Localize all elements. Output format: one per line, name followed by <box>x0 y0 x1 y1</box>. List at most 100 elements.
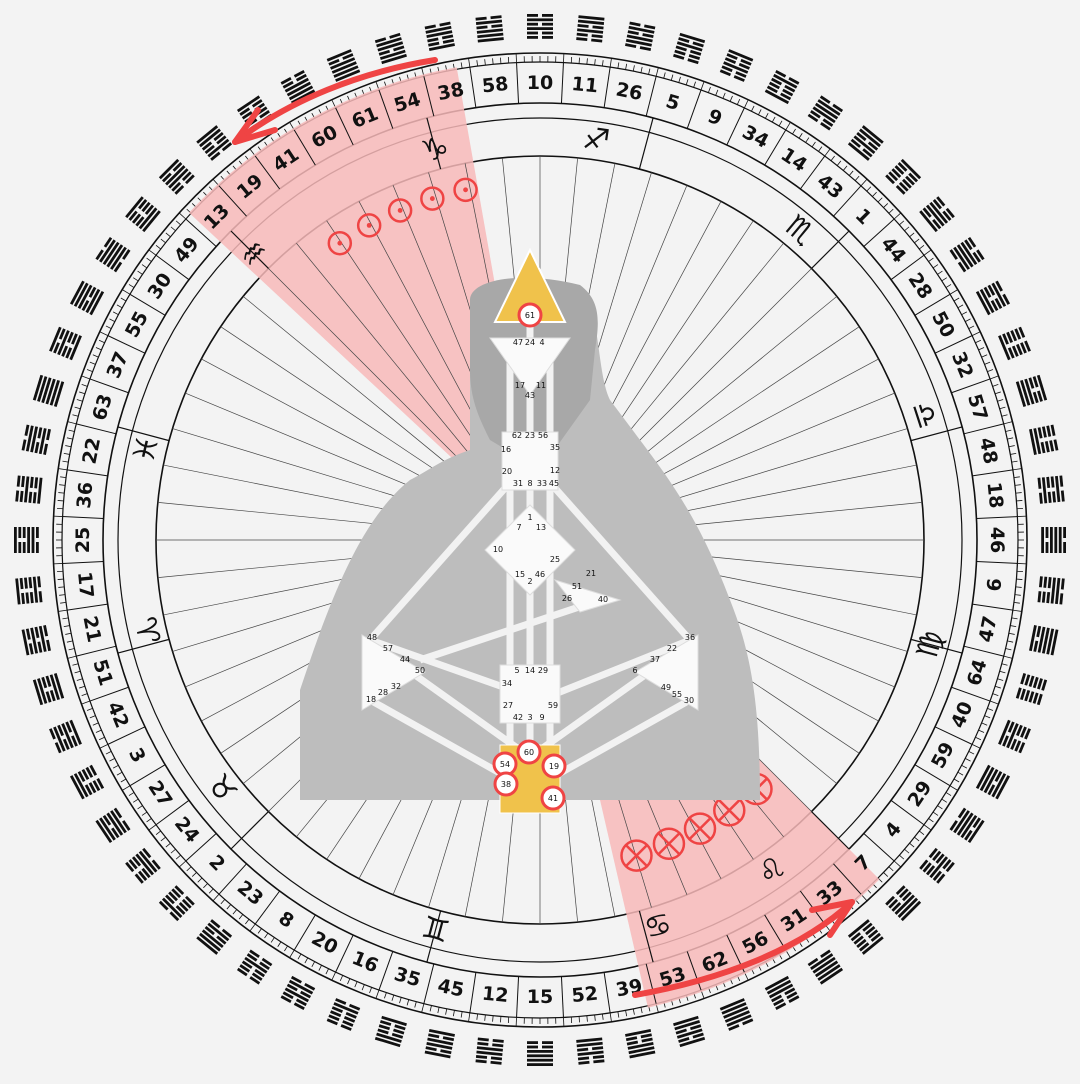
hexagram-icon <box>808 95 843 130</box>
gate-number-36: 36 <box>73 481 97 509</box>
hexagram-icon <box>976 765 1010 800</box>
tick-mark <box>278 942 281 947</box>
tick-mark <box>69 430 75 431</box>
tick-mark <box>176 855 181 859</box>
tick-mark <box>806 138 809 143</box>
hexagram-line <box>381 1016 407 1026</box>
gate-divider <box>972 604 1013 610</box>
tick-mark <box>969 751 974 754</box>
tick-mark <box>133 799 138 802</box>
tick-mark <box>786 122 791 130</box>
tick-mark <box>99 737 104 739</box>
tick-mark <box>958 772 963 775</box>
gate-divider <box>972 470 1013 476</box>
gate-number-23: 23 <box>233 876 267 910</box>
hexagram-line <box>577 24 588 28</box>
tick-mark <box>878 198 882 202</box>
hexagram-line <box>527 1063 553 1066</box>
gate-divider <box>976 561 1017 563</box>
gate-label: 47 <box>513 338 523 347</box>
sun-marker-dot <box>398 208 403 213</box>
tick-mark <box>1014 602 1020 603</box>
hexagram-line <box>1045 441 1050 452</box>
gate-divider <box>964 424 1004 434</box>
gate-label: 55 <box>672 690 682 699</box>
hexagram-icon <box>281 976 316 1010</box>
tick-mark <box>993 384 999 386</box>
tick-mark <box>831 156 835 161</box>
hexagram-line <box>30 592 34 603</box>
gate-label: 9 <box>539 713 544 722</box>
tick-mark <box>837 161 841 166</box>
hexagram-line <box>1046 542 1049 553</box>
sun-marker-dot <box>367 223 372 228</box>
tick-mark <box>109 319 114 322</box>
tick-mark <box>909 843 914 847</box>
tick-mark <box>995 392 1001 394</box>
tick-mark <box>602 60 603 66</box>
tick-mark <box>305 958 308 963</box>
gate-number-18: 18 <box>983 481 1007 509</box>
gate-number-17: 17 <box>73 571 97 599</box>
tick-mark <box>245 919 249 924</box>
hexagram-line <box>542 32 553 35</box>
tick-mark <box>929 258 934 261</box>
tick-mark <box>982 355 988 357</box>
gate-number-59: 59 <box>927 739 959 773</box>
hexagram-icon <box>237 950 272 985</box>
hexagram-line <box>1042 477 1047 503</box>
tick-mark <box>919 245 924 249</box>
tick-mark <box>407 1000 409 1006</box>
hexagram-line <box>34 477 38 488</box>
tick-mark <box>60 602 66 603</box>
tick-mark <box>924 250 931 255</box>
tick-mark <box>72 664 78 666</box>
tick-mark <box>975 340 980 342</box>
hexagram-line <box>43 625 48 636</box>
tick-mark <box>909 233 914 237</box>
tick-mark <box>825 149 830 156</box>
gate-number-50: 50 <box>927 308 959 342</box>
gate-label: 15 <box>515 570 525 579</box>
hexagram-icon <box>375 1016 407 1047</box>
gate-number-55: 55 <box>121 308 153 342</box>
gate-number-16: 16 <box>349 947 382 977</box>
zodiac-symbol: ♐ <box>580 121 612 159</box>
hexagram-icon <box>885 885 921 921</box>
gate-label: 26 <box>562 594 572 603</box>
hexagram-line <box>24 425 29 436</box>
hexagram-line <box>37 427 42 438</box>
tick-mark <box>75 671 81 673</box>
tick-mark <box>75 407 81 409</box>
hexagram-line <box>629 22 640 27</box>
tick-mark <box>370 987 372 993</box>
gate-label: 48 <box>367 633 377 642</box>
tick-mark <box>641 1007 642 1013</box>
gate-label: 51 <box>572 582 582 591</box>
hexagram-line <box>593 1059 604 1063</box>
tick-mark <box>751 106 754 111</box>
tick-mark <box>203 883 207 887</box>
hexagram-line <box>493 1039 504 1043</box>
tick-mark <box>122 290 130 295</box>
hexagram-line <box>640 46 651 51</box>
gate-number-27: 27 <box>144 777 177 811</box>
tick-mark <box>109 758 114 761</box>
hexagram-icon <box>15 476 42 504</box>
hexagram-line <box>36 542 39 553</box>
tick-mark <box>461 62 462 68</box>
tick-mark <box>995 686 1001 688</box>
hexagram-icon <box>33 673 64 705</box>
hexagram-line <box>1038 478 1042 489</box>
hexagram-icon <box>1016 673 1047 705</box>
hexagram-line <box>476 25 487 29</box>
gate-label: 14 <box>525 666 535 675</box>
tick-mark <box>602 1014 603 1020</box>
tick-mark <box>87 708 93 710</box>
tick-mark <box>156 831 161 835</box>
tick-mark <box>969 326 974 329</box>
hexagram-icon <box>673 1016 705 1047</box>
hexagram-line <box>628 30 639 35</box>
gate-label: 12 <box>550 466 560 475</box>
tick-mark <box>477 1014 478 1020</box>
